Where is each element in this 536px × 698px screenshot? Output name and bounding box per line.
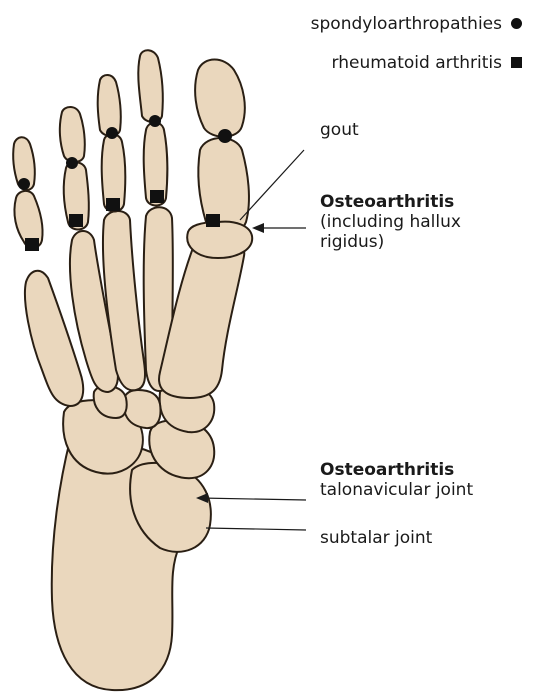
oa2-subtitle: talonavicular joint bbox=[320, 480, 473, 500]
rheumatoid-marker-mtp3 bbox=[106, 198, 120, 211]
gout-leader-line bbox=[240, 150, 304, 220]
oa1-line2: rigidus) bbox=[320, 232, 384, 252]
rheumatoid-marker-mtp4 bbox=[69, 214, 83, 227]
distal-phalanx-1-bone bbox=[195, 60, 245, 137]
spondylo-marker-toe1 bbox=[218, 129, 232, 143]
rheumatoid-marker-mtp2 bbox=[150, 190, 164, 203]
oa1-line1: (including hallux bbox=[320, 212, 461, 232]
first-mtp-head-bone bbox=[187, 222, 252, 258]
spondylo-marker-toe5 bbox=[18, 178, 30, 190]
subtalar-label: subtalar joint bbox=[320, 528, 432, 548]
oa1-arrowhead bbox=[252, 223, 264, 233]
distal-phalanx-4-bone bbox=[60, 107, 85, 162]
oa2-leader-line bbox=[200, 498, 306, 500]
circle-marker-icon bbox=[511, 18, 522, 29]
rheumatoid-marker-mtp1 bbox=[206, 214, 220, 227]
legend-spondyloarthropathies: spondyloarthropathies bbox=[311, 14, 522, 34]
oa2-title: Osteoarthritis bbox=[320, 460, 454, 480]
square-marker-icon bbox=[511, 57, 522, 68]
proximal-phalanx-1-bone bbox=[198, 138, 249, 234]
distal-phalanx-2-bone bbox=[138, 50, 162, 122]
rheumatoid-marker-mtp5 bbox=[25, 238, 39, 251]
distal-phalanx-3-bone bbox=[98, 75, 121, 136]
gout-label: gout bbox=[320, 120, 359, 140]
legend-spondylo-label: spondyloarthropathies bbox=[311, 14, 502, 34]
oa1-title: Osteoarthritis bbox=[320, 192, 454, 212]
spondylo-marker-toe2 bbox=[149, 115, 161, 127]
spondylo-marker-toe3 bbox=[106, 127, 118, 139]
legend-rheumatoid-arthritis: rheumatoid arthritis bbox=[332, 53, 522, 73]
spondylo-marker-toe4 bbox=[66, 157, 78, 169]
legend-rheumatoid-label: rheumatoid arthritis bbox=[332, 53, 502, 73]
subtalar-leader-line bbox=[206, 528, 306, 530]
